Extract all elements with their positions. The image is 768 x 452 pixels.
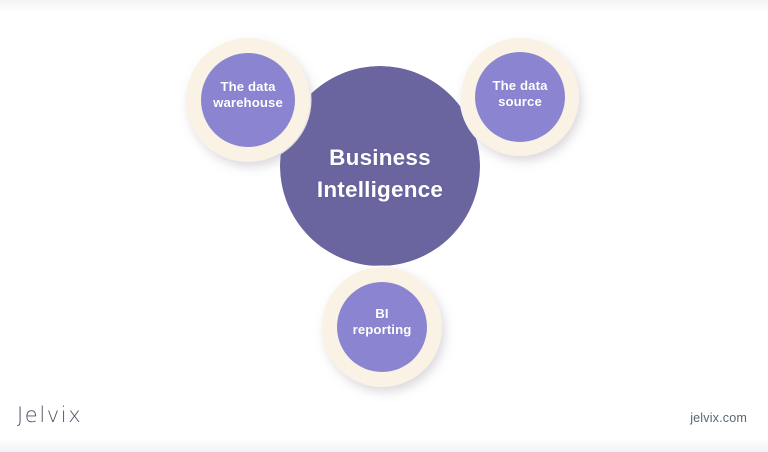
satellite-circle-the-data-source bbox=[475, 52, 565, 142]
center-hub-circle-group bbox=[280, 66, 480, 266]
satellite-circle-the-data-warehouse bbox=[201, 53, 295, 147]
satellite-circle-bi-reporting bbox=[337, 282, 427, 372]
jelvix-website-url: jelvix.com bbox=[690, 411, 747, 425]
jelvix-logo: Jelvix bbox=[17, 403, 83, 427]
center-hub-circle bbox=[280, 66, 480, 266]
satellite-discs-group bbox=[201, 52, 565, 372]
